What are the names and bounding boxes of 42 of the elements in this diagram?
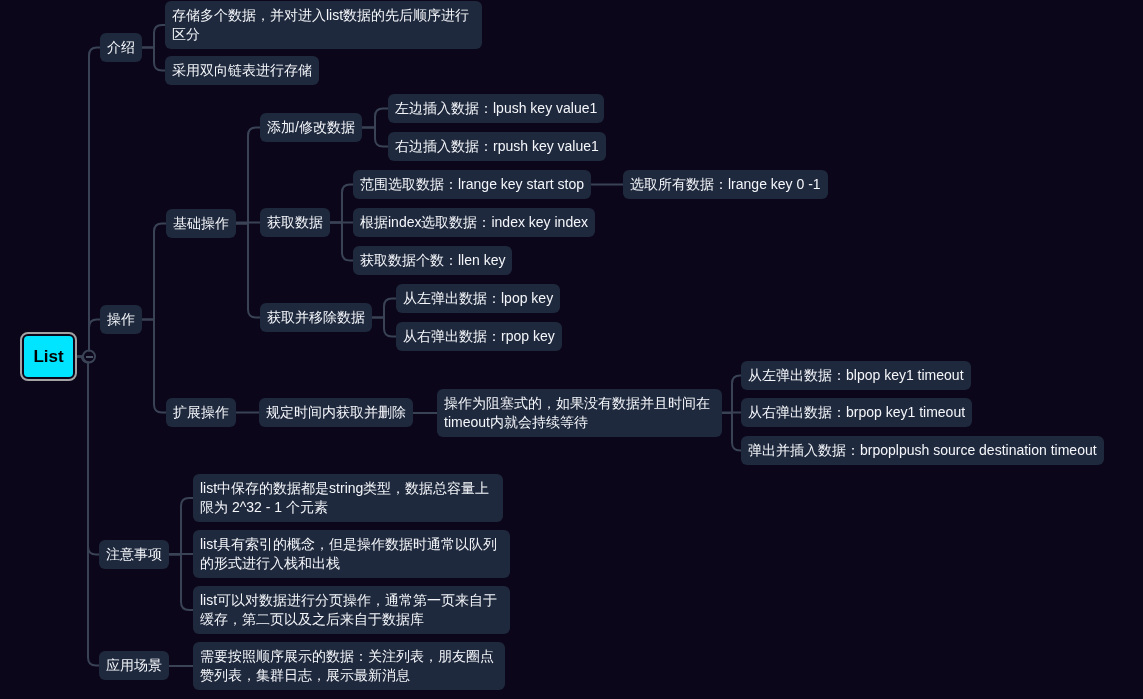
- topic-box: 右边插入数据：rpush key value1: [388, 132, 606, 161]
- topic-box: 操作: [100, 305, 142, 334]
- connector-line: [141, 318, 167, 414]
- connector-line: [590, 183, 624, 186]
- connector-line: [235, 221, 261, 224]
- connector-line: [329, 221, 354, 262]
- topic-box: 从右弹出数据：brpop key1 timeout: [741, 398, 973, 427]
- topic-box: 应用场景: [99, 651, 169, 680]
- topic-box: 规定时间内获取并删除: [259, 398, 413, 427]
- connector-line: [412, 412, 438, 414]
- topic-box: 添加/修改数据: [260, 113, 362, 142]
- connector-line: [168, 553, 194, 611]
- connector-line: [235, 222, 261, 319]
- connector-line: [360, 126, 389, 148]
- topic-box: 注意事项: [99, 540, 169, 569]
- topic-box: 根据index选取数据：index key index: [353, 208, 595, 237]
- topic-box: 从右弹出数据：rpop key: [396, 322, 562, 351]
- topic-box: 需要按照顺序展示的数据：关注列表，朋友圈点赞列表，集群日志，展示最新消息: [193, 642, 505, 690]
- topic-box: list可以对数据进行分页操作，通常第一页来自于缓存，第二页以及之后来自于数据库: [193, 586, 510, 634]
- topic-box: 获取并移除数据: [260, 303, 372, 332]
- central-topic: List: [20, 332, 77, 381]
- topic-box: 采用双向链表进行存储: [165, 56, 319, 85]
- topic-box: list具有索引的概念，但是操作数据时通常以队列的形式进行入栈和出栈: [193, 530, 510, 578]
- topic-box: 获取数据: [260, 208, 330, 237]
- topic-box: 从左弹出数据：blpop key1 timeout: [741, 361, 971, 390]
- topic-box: 存储多个数据，并对进入list数据的先后顺序进行区分: [165, 1, 482, 49]
- topic-box: 基础操作: [166, 209, 236, 238]
- connector-line: [141, 46, 166, 72]
- connector-line: [371, 316, 397, 338]
- topic-box: 扩展操作: [166, 398, 236, 427]
- topic-box: 从左弹出数据：lpop key: [396, 284, 561, 313]
- connector-line: [168, 553, 194, 555]
- topic-box: list中保存的数据都是string类型，数据总容量上限为 2^32 - 1 个元素: [193, 474, 503, 522]
- topic-box: 操作为阻塞式的，如果没有数据并且时间在timeout内就会持续等待: [437, 389, 722, 437]
- topic-box: 弹出并插入数据：brpoplpush source destination timeout: [741, 436, 1104, 465]
- topic-box: 获取数据个数：llen key: [353, 246, 513, 275]
- topic-box: 左边插入数据：lpush key value1: [388, 94, 605, 123]
- topic-box: 选取所有数据：lrange key 0 -1: [623, 170, 828, 199]
- connector-line: [235, 411, 260, 414]
- connector-line: [168, 665, 194, 667]
- topic-box: 介绍: [100, 33, 142, 62]
- topic-box: 范围选取数据：lrange key start stop: [353, 170, 592, 199]
